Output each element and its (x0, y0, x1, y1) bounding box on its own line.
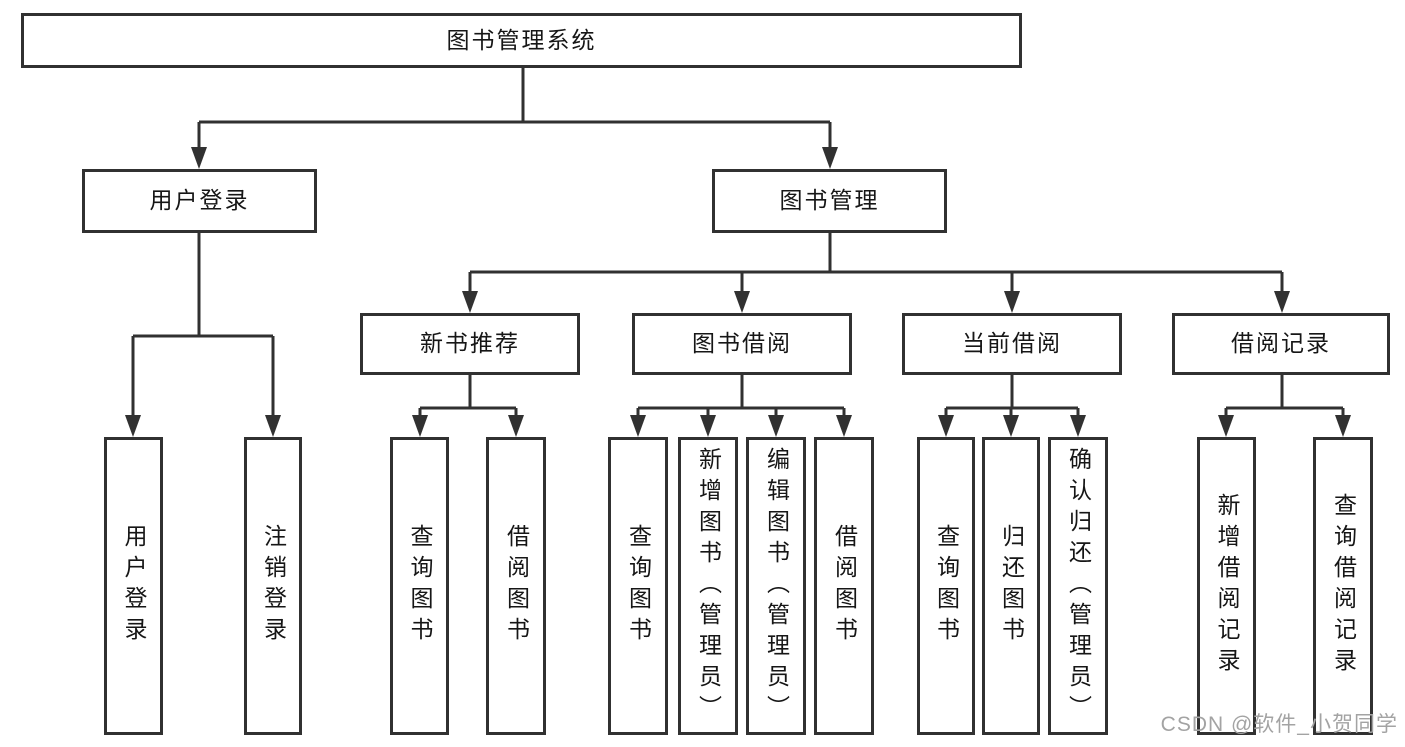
node-new-book-recommendation: 新书推荐 (360, 313, 580, 375)
node-library-management-system: 图书管理系统 (21, 13, 1022, 68)
node-label: 查询图书 (625, 524, 652, 648)
node-label: 查询图书 (933, 524, 960, 648)
node-book-management: 图书管理 (712, 169, 947, 233)
node-label: 图书管理 (779, 187, 880, 214)
leaf-logout: 注销登录 (244, 437, 302, 735)
node-label: 确认归还（管理员） (1065, 446, 1092, 726)
node-book-borrowing: 图书借阅 (632, 313, 852, 375)
leaf-add-borrow-record: 新增借阅记录 (1197, 437, 1256, 735)
leaf-query-books-current: 查询图书 (917, 437, 975, 735)
node-label: 新书推荐 (420, 330, 520, 357)
arrowheads (125, 147, 1351, 437)
leaf-user-login: 用户登录 (104, 437, 163, 735)
node-label: 图书借阅 (692, 330, 792, 357)
node-label: 注销登录 (260, 524, 287, 648)
node-label: 新增借阅记录 (1214, 493, 1240, 679)
leaf-edit-books-admin: 编辑图书（管理员） (746, 437, 806, 735)
leaf-borrow-books-recommend: 借阅图书 (486, 437, 546, 735)
node-current-borrowing: 当前借阅 (902, 313, 1122, 375)
leaf-query-borrow-record: 查询借阅记录 (1313, 437, 1373, 735)
leaf-query-books-borrow: 查询图书 (608, 437, 668, 735)
leaf-confirm-return-admin: 确认归还（管理员） (1048, 437, 1108, 735)
node-label: 查询借阅记录 (1330, 493, 1357, 679)
node-label: 借阅图书 (503, 524, 530, 648)
node-label: 新增图书（管理员） (695, 446, 722, 726)
node-user-login: 用户登录 (82, 169, 317, 233)
node-label: 当前借阅 (962, 330, 1062, 357)
leaf-return-books: 归还图书 (982, 437, 1040, 735)
leaf-add-books-admin: 新增图书（管理员） (678, 437, 738, 735)
csdn-watermark: CSDN @软件_小贺同学 (1160, 713, 1398, 736)
leaf-query-books-recommend: 查询图书 (390, 437, 449, 735)
node-label: 用户登录 (121, 524, 147, 648)
node-label: 借阅图书 (831, 524, 858, 648)
node-label: 图书管理系统 (446, 26, 597, 53)
node-label: 编辑图书（管理员） (763, 446, 790, 726)
node-label: 归还图书 (998, 524, 1025, 648)
node-borrowing-records: 借阅记录 (1172, 313, 1390, 375)
leaf-borrow-books: 借阅图书 (814, 437, 874, 735)
node-label: 用户登录 (149, 187, 250, 214)
node-label: 查询图书 (407, 524, 433, 648)
node-label: 借阅记录 (1231, 330, 1331, 357)
connector-paths (131, 68, 1345, 416)
